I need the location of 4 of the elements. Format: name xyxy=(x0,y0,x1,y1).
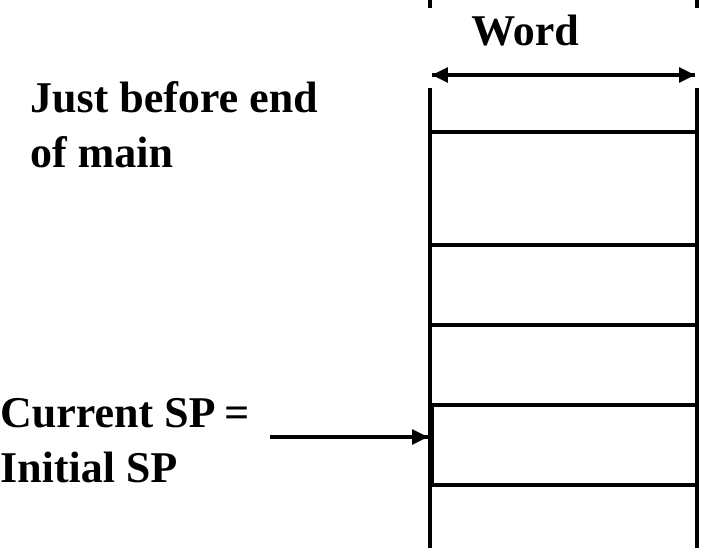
state-caption: Just before end of main xyxy=(30,72,319,179)
dimension-label: Word xyxy=(470,5,580,57)
arrow xyxy=(270,429,428,445)
pointer-label: Current SP = Initial SP xyxy=(0,385,265,495)
